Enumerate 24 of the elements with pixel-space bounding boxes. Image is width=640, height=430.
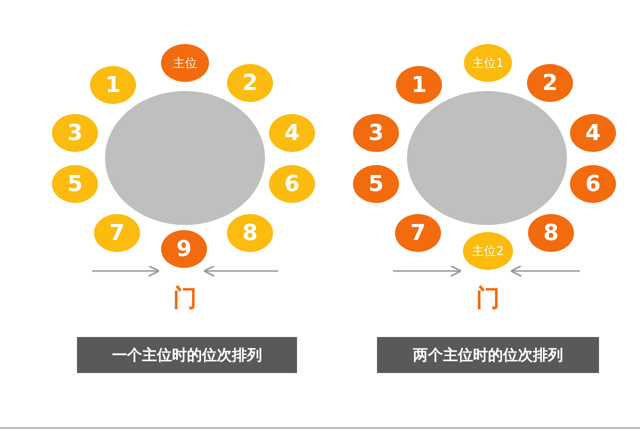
caption-bar: 一个主位时的位次排列 <box>77 337 297 373</box>
seat-circle: 5 <box>52 165 98 203</box>
seat-circle: 5 <box>353 165 399 203</box>
caption-bar: 两个主位时的位次排列 <box>377 337 599 373</box>
door-label: 门 <box>476 286 500 310</box>
seat-circle: 7 <box>94 214 140 252</box>
seat-circle: 4 <box>570 114 616 152</box>
seat-circle: 7 <box>395 214 441 252</box>
seat-circle: 8 <box>528 214 574 252</box>
seat-circle: 1 <box>90 66 136 104</box>
seat-circle: 4 <box>269 114 315 152</box>
seat-circle: 2 <box>227 64 273 102</box>
seat-circle: 1 <box>396 66 442 104</box>
seat-circle: 2 <box>527 64 573 102</box>
seat-circle: 9 <box>161 230 207 268</box>
seat-circle: 6 <box>570 165 616 203</box>
seat-circle: 主位 <box>161 44 209 82</box>
seat-circle: 3 <box>52 114 98 152</box>
seat-circle: 主位2 <box>463 232 513 270</box>
door-label: 门 <box>173 286 197 310</box>
seat-circle: 6 <box>269 165 315 203</box>
seat-circle: 3 <box>353 114 399 152</box>
seat-circle: 8 <box>227 214 273 252</box>
seat-circle: 主位1 <box>464 44 512 82</box>
